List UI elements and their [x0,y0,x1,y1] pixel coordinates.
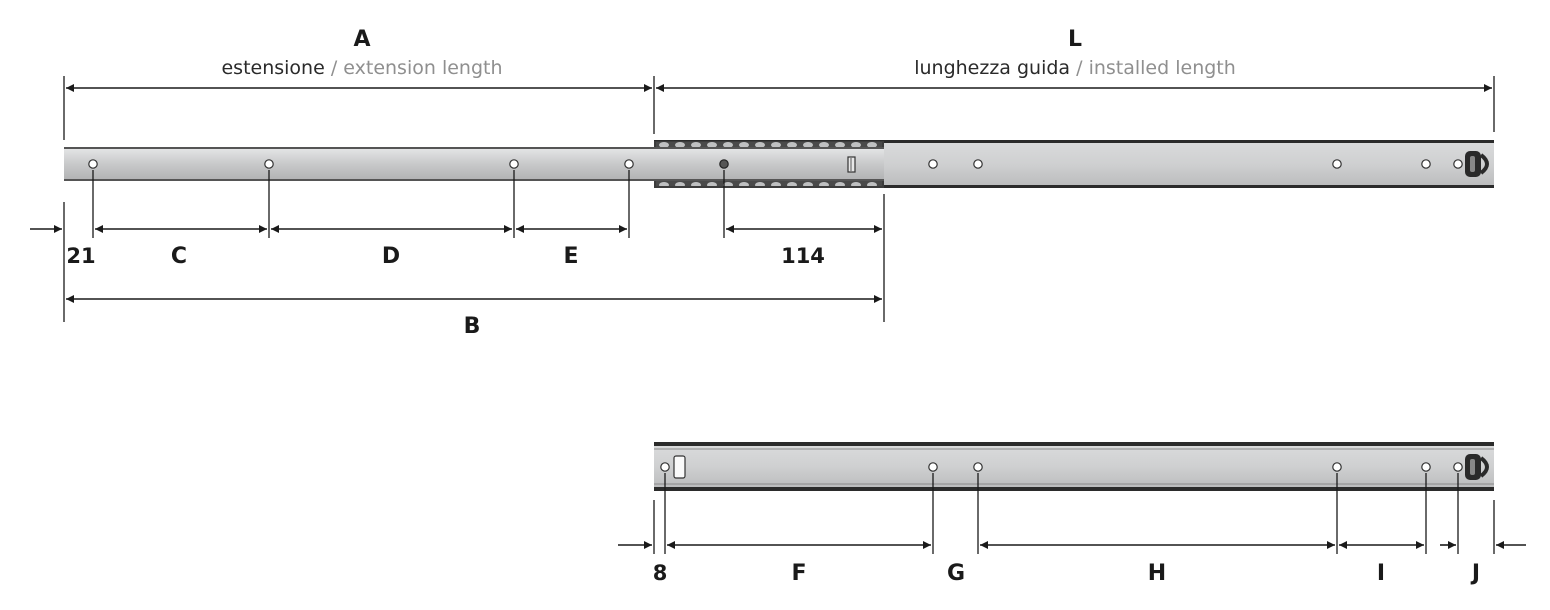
ball-row-bottom [656,177,882,186]
label-e: E [563,244,578,269]
mount-hole [1421,159,1431,169]
mount-hole [1453,159,1463,169]
label-b: B [464,314,481,339]
top-dimensions: 21 C D E 114 B [30,170,885,339]
rear-hole [719,159,729,169]
mount-hole [973,462,983,472]
label-j: J [1470,561,1480,586]
extended-slide [64,140,1494,188]
dim-a-l [63,76,1495,140]
mount-hole [88,159,98,169]
label-a: A [353,27,370,52]
label-i: I [1377,561,1385,586]
fixed-rail-body [654,446,1494,487]
mount-hole [264,159,274,169]
label-h: H [1148,561,1166,586]
label-l: L [1068,27,1082,52]
mount-hole [973,159,983,169]
label-114: 114 [781,244,825,268]
header-installed: L lunghezza guida / installed length [914,27,1236,79]
inner-rail [64,149,884,179]
label-f: F [791,561,806,586]
label-offset-21: 21 [66,244,95,268]
end-clip-icon [1465,151,1489,177]
mount-hole [660,462,670,472]
stop-tab [847,156,856,173]
installed-caption: lunghezza guida / installed length [914,57,1236,79]
bottom-dimensions: 8 F G H I J [618,473,1526,586]
extension-caption: estensione / extension length [221,57,502,79]
mount-hole [624,159,634,169]
stop-tab [673,455,686,479]
mount-hole [1453,462,1463,472]
label-offset-8: 8 [653,561,668,585]
mount-hole [928,159,938,169]
mount-hole [1421,462,1431,472]
mount-hole [1332,159,1342,169]
mount-hole [928,462,938,472]
label-c: C [171,244,187,269]
fixed-rail [654,442,1494,491]
label-d: D [382,244,400,269]
label-g: G [947,561,965,586]
ball-row-top [656,142,882,151]
mount-hole [1332,462,1342,472]
header-extension: A estensione / extension length [221,27,502,79]
mount-hole [509,159,519,169]
end-clip-icon [1465,454,1489,480]
